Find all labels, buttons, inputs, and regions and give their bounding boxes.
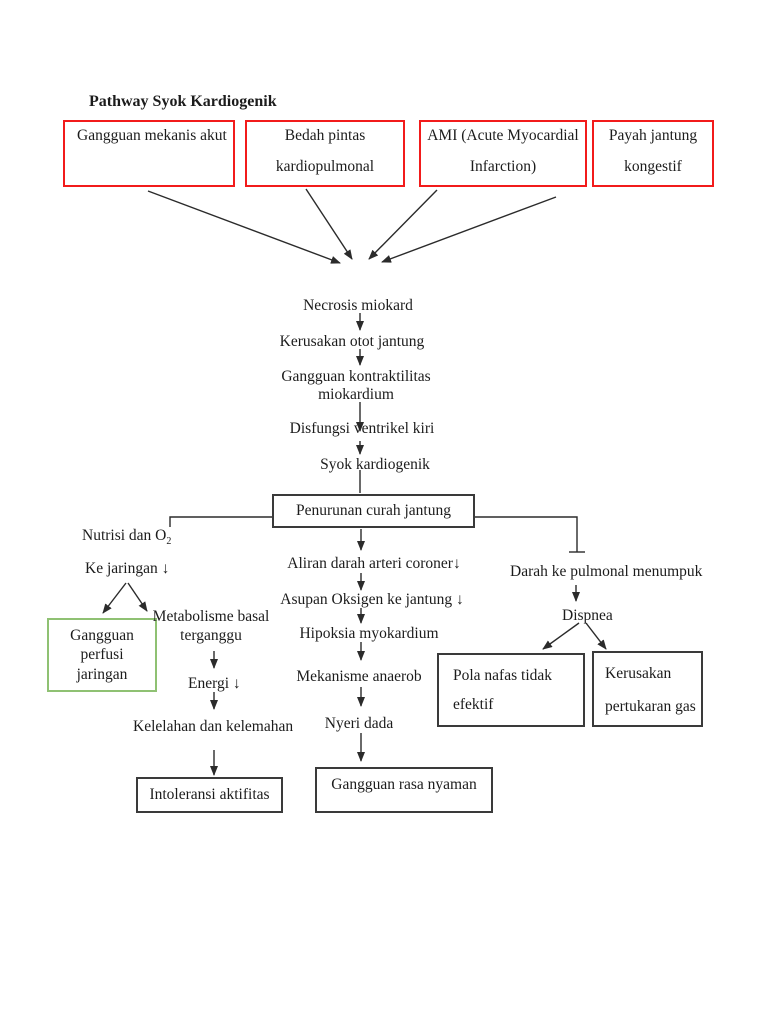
node-kerusakan-otot-jantung: Kerusakan otot jantung xyxy=(279,333,425,350)
cause-box-label-line1: AMI (Acute Myocardial xyxy=(427,127,579,144)
line-penurunan-to-right-branch xyxy=(475,516,578,552)
box-penurunan-curah-jantung: Penurunan curah jantung xyxy=(272,494,475,528)
node-mekanisme-anaerob: Mekanisme anaerob xyxy=(296,668,422,685)
node-kelelahan-dan-kelemahan: Kelelahan dan kelemahan xyxy=(133,718,294,735)
arrow-gangguan-mekanis-to-necrosis xyxy=(147,190,341,264)
node-nyeri-dada: Nyeri dada xyxy=(324,715,394,732)
cause-box-label-line1: Payah jantung xyxy=(608,127,698,144)
node-ke-jaringan: Ke jaringan ↓ xyxy=(85,560,170,577)
node-energi: Energi ↓ xyxy=(188,675,241,692)
box-label-line2: efektif xyxy=(453,696,494,713)
box-label: Intoleransi aktifitas xyxy=(149,786,270,803)
box-gangguan-perfusi-jaringan: Gangguan perfusi jaringan xyxy=(47,618,157,692)
node-line2: terganggu xyxy=(180,627,242,644)
box-label: Penurunan curah jantung xyxy=(296,502,451,519)
node-syok-kardiogenik: Syok kardiogenik xyxy=(320,456,430,473)
cause-box-label-line2: kongestif xyxy=(624,158,682,175)
arrow-kejaringan-to-metabolisme xyxy=(127,582,148,612)
node-dispnea: Dispnea xyxy=(562,607,613,624)
node-disfungsi-ventrikel-kiri: Disfungsi ventrikel kiri xyxy=(289,420,435,437)
node-text: Nutrisi dan O xyxy=(82,527,167,544)
node-line1: Gangguan kontraktilitas xyxy=(281,368,431,385)
node-hipoksia-myokardium: Hipoksia myokardium xyxy=(299,625,439,642)
line-penurunan-to-left-branch xyxy=(169,516,272,527)
cause-box-payah-jantung: Payah jantung kongestif xyxy=(592,120,714,187)
cause-box-gangguan-mekanis-akut: Gangguan mekanis akut xyxy=(63,120,235,187)
cause-box-ami: AMI (Acute Myocardial Infarction) xyxy=(419,120,587,187)
box-label-line2: pertukaran gas xyxy=(605,698,696,715)
node-asupan-oksigen-ke-jantung: Asupan Oksigen ke jantung ↓ xyxy=(280,591,464,608)
arrow-payah-jantung-to-necrosis xyxy=(381,196,557,263)
page-title: Pathway Syok Kardiogenik xyxy=(89,93,277,110)
node-darah-ke-pulmonal-menumpuk: Darah ke pulmonal menumpuk xyxy=(510,563,703,580)
arrow-ami-to-necrosis xyxy=(368,189,438,260)
cause-box-label-line2: Infarction) xyxy=(469,158,537,175)
node-line2: miokardium xyxy=(318,386,394,403)
cause-box-label-line2: kardiopulmonal xyxy=(275,158,375,175)
cause-box-label-line1: Bedah pintas xyxy=(284,127,366,144)
cause-box-bedah-pintas: Bedah pintas kardiopulmonal xyxy=(245,120,405,187)
arrow-dispnea-to-polanafas xyxy=(542,622,580,650)
box-intoleransi-aktifitas: Intoleransi aktifitas xyxy=(136,777,283,813)
box-kerusakan-pertukaran-gas: Kerusakan pertukaran gas xyxy=(592,651,703,727)
box-label-line1: Pola nafas tidak xyxy=(453,667,553,684)
arrow-kejaringan-to-perfusi xyxy=(102,582,127,614)
node-gangguan-kontraktilitas: Gangguan kontraktilitas miokardium xyxy=(281,368,430,404)
box-label: Gangguan rasa nyaman xyxy=(331,776,477,793)
node-line1: Metabolisme basal xyxy=(152,608,270,625)
arrow-dispnea-to-kerusakangas xyxy=(585,622,607,650)
node-nutrisi-dan-o2: Nutrisi dan O2 xyxy=(82,527,171,551)
node-aliran-darah-arteri-coroner: Aliran darah arteri coroner↓ xyxy=(287,555,461,572)
cause-box-label: Gangguan mekanis akut xyxy=(77,127,227,144)
node-subscript: 2 xyxy=(166,536,172,548)
node-metabolisme-basal-terganggu: Metabolisme basal terganggu xyxy=(153,607,270,645)
box-gangguan-rasa-nyaman: Gangguan rasa nyaman xyxy=(315,767,493,813)
box-label-line1: Kerusakan xyxy=(605,665,672,682)
box-label-line1: Gangguan xyxy=(70,626,134,644)
box-pola-nafas-tidak-efektif: Pola nafas tidak efektif xyxy=(437,653,585,727)
arrow-bedah-pintas-to-necrosis xyxy=(305,188,353,260)
box-label-line3: jaringan xyxy=(76,665,128,683)
node-necrosis-miokard: Necrosis miokard xyxy=(303,297,413,314)
box-label-line2: perfusi xyxy=(80,646,124,664)
